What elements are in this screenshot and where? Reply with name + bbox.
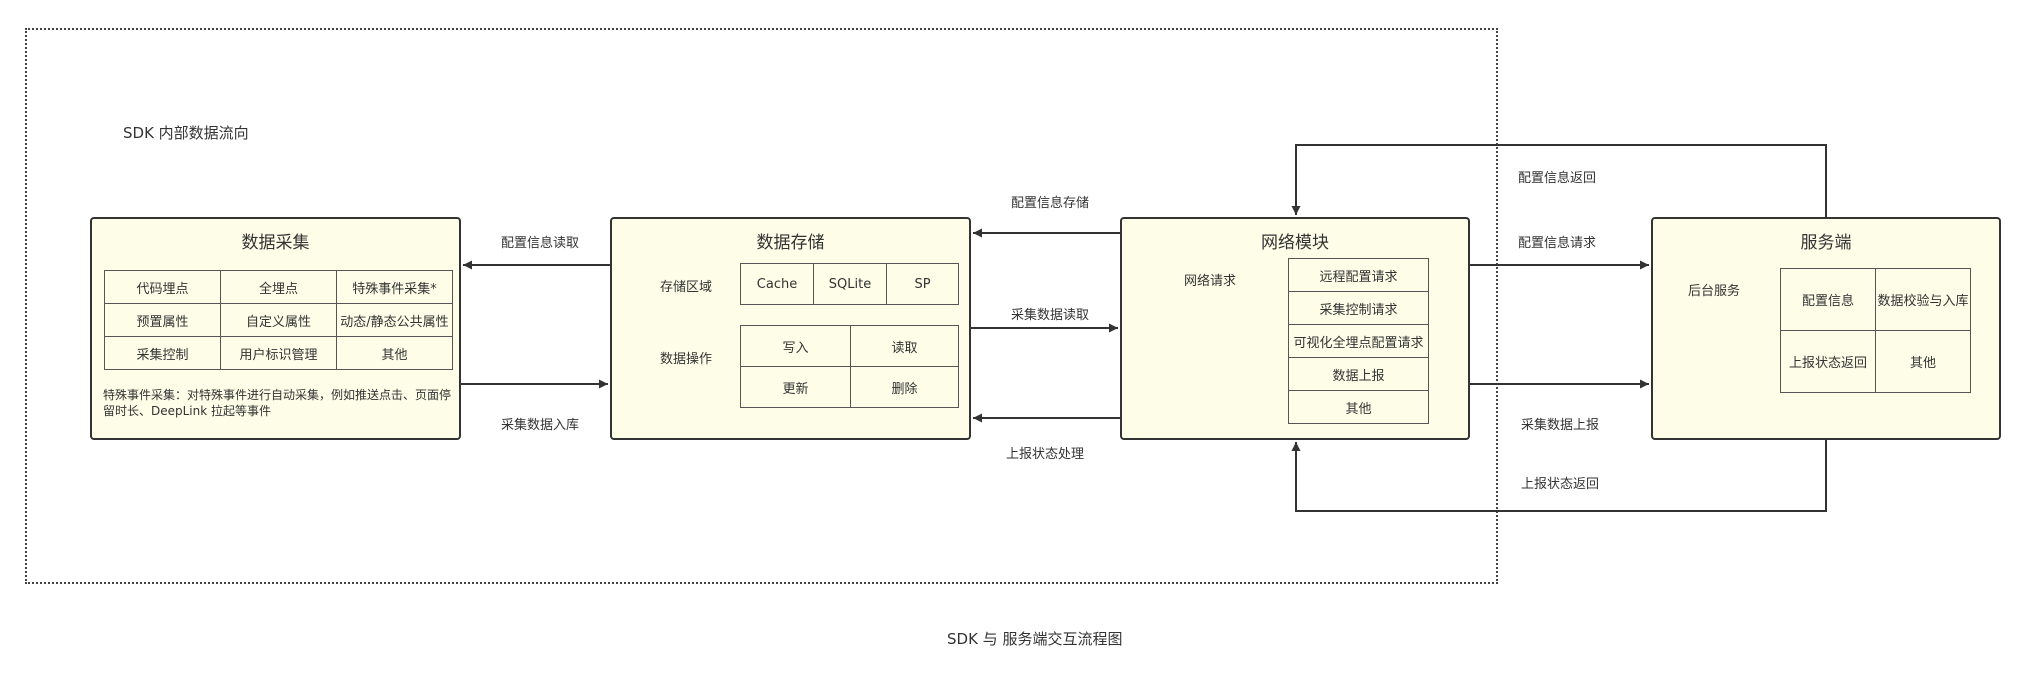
storage-area-cell: SP	[886, 263, 959, 305]
storage-title: 数据存储	[756, 233, 825, 253]
edge-label-collect-report: 采集数据上报	[1521, 418, 1600, 433]
server-svc-label: 后台服务	[1688, 284, 1741, 299]
diagram-caption: SDK 与 服务端交互流程图	[947, 630, 1123, 648]
storage-area-label: 存储区域	[660, 280, 713, 295]
storage-ops-cell: 读取	[850, 325, 959, 367]
collect-cell: 代码埋点	[104, 270, 221, 304]
collect-box: 数据采集 代码埋点 全埋点 特殊事件采集* 预置属性 自定义属性 动态/静态公共…	[90, 217, 461, 440]
network-req-item: 采集控制请求	[1288, 291, 1429, 325]
network-box: 网络模块 网络请求 远程配置请求 采集控制请求 可视化全埋点配置请求 数据上报 …	[1120, 217, 1470, 440]
collect-cell: 预置属性	[104, 303, 221, 337]
sdk-inner-title: SDK 内部数据流向	[123, 124, 249, 142]
edge-label-config-read: 配置信息读取	[501, 236, 580, 251]
server-grid: 配置信息 数据校验与入库 上报状态返回 其他	[1780, 268, 1971, 393]
edge-label-config-request: 配置信息请求	[1518, 236, 1597, 251]
collect-title: 数据采集	[241, 233, 310, 253]
storage-ops-cell: 删除	[850, 366, 959, 408]
collect-cell: 自定义属性	[220, 303, 337, 337]
storage-area-grid: Cache SQLite SP	[740, 263, 959, 305]
network-req-label: 网络请求	[1184, 274, 1237, 289]
edge-label-config-return: 配置信息返回	[1518, 171, 1597, 186]
server-box: 服务端 后台服务 配置信息 数据校验与入库 上报状态返回 其他	[1651, 217, 2001, 440]
server-cell: 配置信息	[1780, 268, 1876, 331]
edge-label-collect-read: 采集数据读取	[1011, 308, 1090, 323]
network-req-item: 可视化全埋点配置请求	[1288, 324, 1429, 358]
storage-box: 数据存储 存储区域 Cache SQLite SP 数据操作 写入 读取 更新 …	[610, 217, 971, 440]
sdk-boundary-frame	[25, 28, 1498, 584]
storage-ops-label: 数据操作	[660, 352, 713, 367]
storage-area-cell: SQLite	[813, 263, 887, 305]
network-title: 网络模块	[1261, 233, 1329, 253]
storage-ops-cell: 更新	[740, 366, 851, 408]
server-title: 服务端	[1800, 233, 1852, 253]
collect-cell: 特殊事件采集*	[336, 270, 453, 304]
network-req-item: 远程配置请求	[1288, 258, 1429, 292]
storage-ops-grid: 写入 读取 更新 删除	[740, 325, 959, 408]
collect-grid: 代码埋点 全埋点 特殊事件采集* 预置属性 自定义属性 动态/静态公共属性 采集…	[104, 270, 453, 370]
collect-cell: 动态/静态公共属性	[336, 303, 453, 337]
collect-cell: 采集控制	[104, 336, 221, 370]
server-cell: 上报状态返回	[1780, 330, 1876, 393]
collect-cell: 其他	[336, 336, 453, 370]
storage-area-cell: Cache	[740, 263, 814, 305]
network-req-grid: 远程配置请求 采集控制请求 可视化全埋点配置请求 数据上报 其他	[1288, 258, 1429, 424]
collect-cell: 全埋点	[220, 270, 337, 304]
collect-note: 特殊事件采集：对特殊事件进行自动采集，例如推送点击、页面停留时长、DeepLin…	[103, 388, 452, 418]
edge-label-config-store: 配置信息存储	[1011, 196, 1090, 211]
server-cell: 其他	[1875, 330, 1971, 393]
collect-cell: 用户标识管理	[220, 336, 337, 370]
edge-label-status-return: 上报状态返回	[1521, 477, 1600, 492]
storage-ops-cell: 写入	[740, 325, 851, 367]
server-cell: 数据校验与入库	[1875, 268, 1971, 331]
edge-label-status-handle: 上报状态处理	[1006, 447, 1085, 462]
network-req-item: 数据上报	[1288, 357, 1429, 391]
network-req-item: 其他	[1288, 390, 1429, 424]
edge-label-collect-store: 采集数据入库	[501, 418, 580, 433]
